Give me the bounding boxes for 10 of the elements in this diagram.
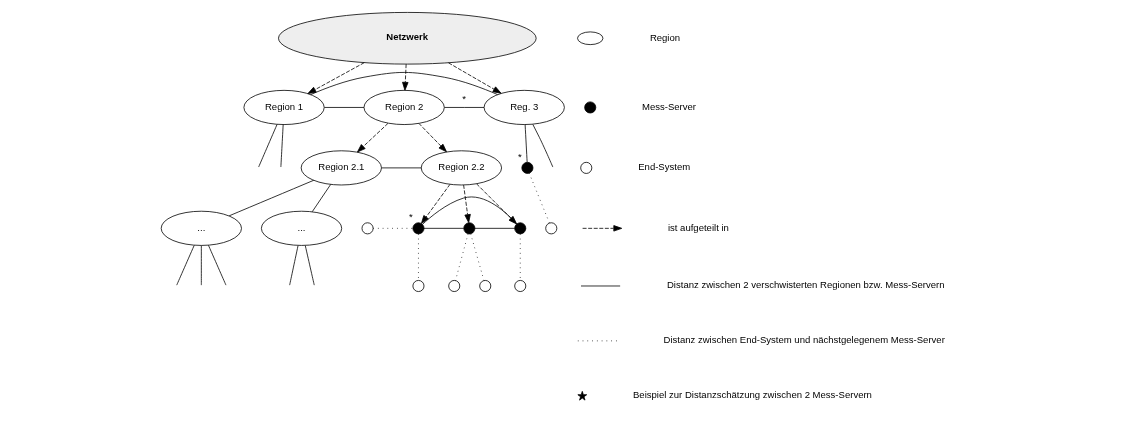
edge-label: * xyxy=(461,93,466,105)
legend-label: Distanz zwischen 2 verschwisterten Regionen bzw. Mess-Servern xyxy=(666,279,945,291)
legend-label: Region xyxy=(649,31,680,43)
legend-label: ist aufgeteilt in xyxy=(667,221,729,233)
legend-label: Distanz zwischen End-System und nächstgelegenem Mess-Server xyxy=(663,334,945,346)
legend-label: End-System xyxy=(637,161,690,173)
legend-label: Beispiel zur Distanzschätzung zwischen 2 Mess-Servern xyxy=(632,389,872,401)
node-label: * xyxy=(517,150,522,162)
node-label: * xyxy=(408,211,413,223)
legend-label: Mess-Server xyxy=(641,100,696,112)
